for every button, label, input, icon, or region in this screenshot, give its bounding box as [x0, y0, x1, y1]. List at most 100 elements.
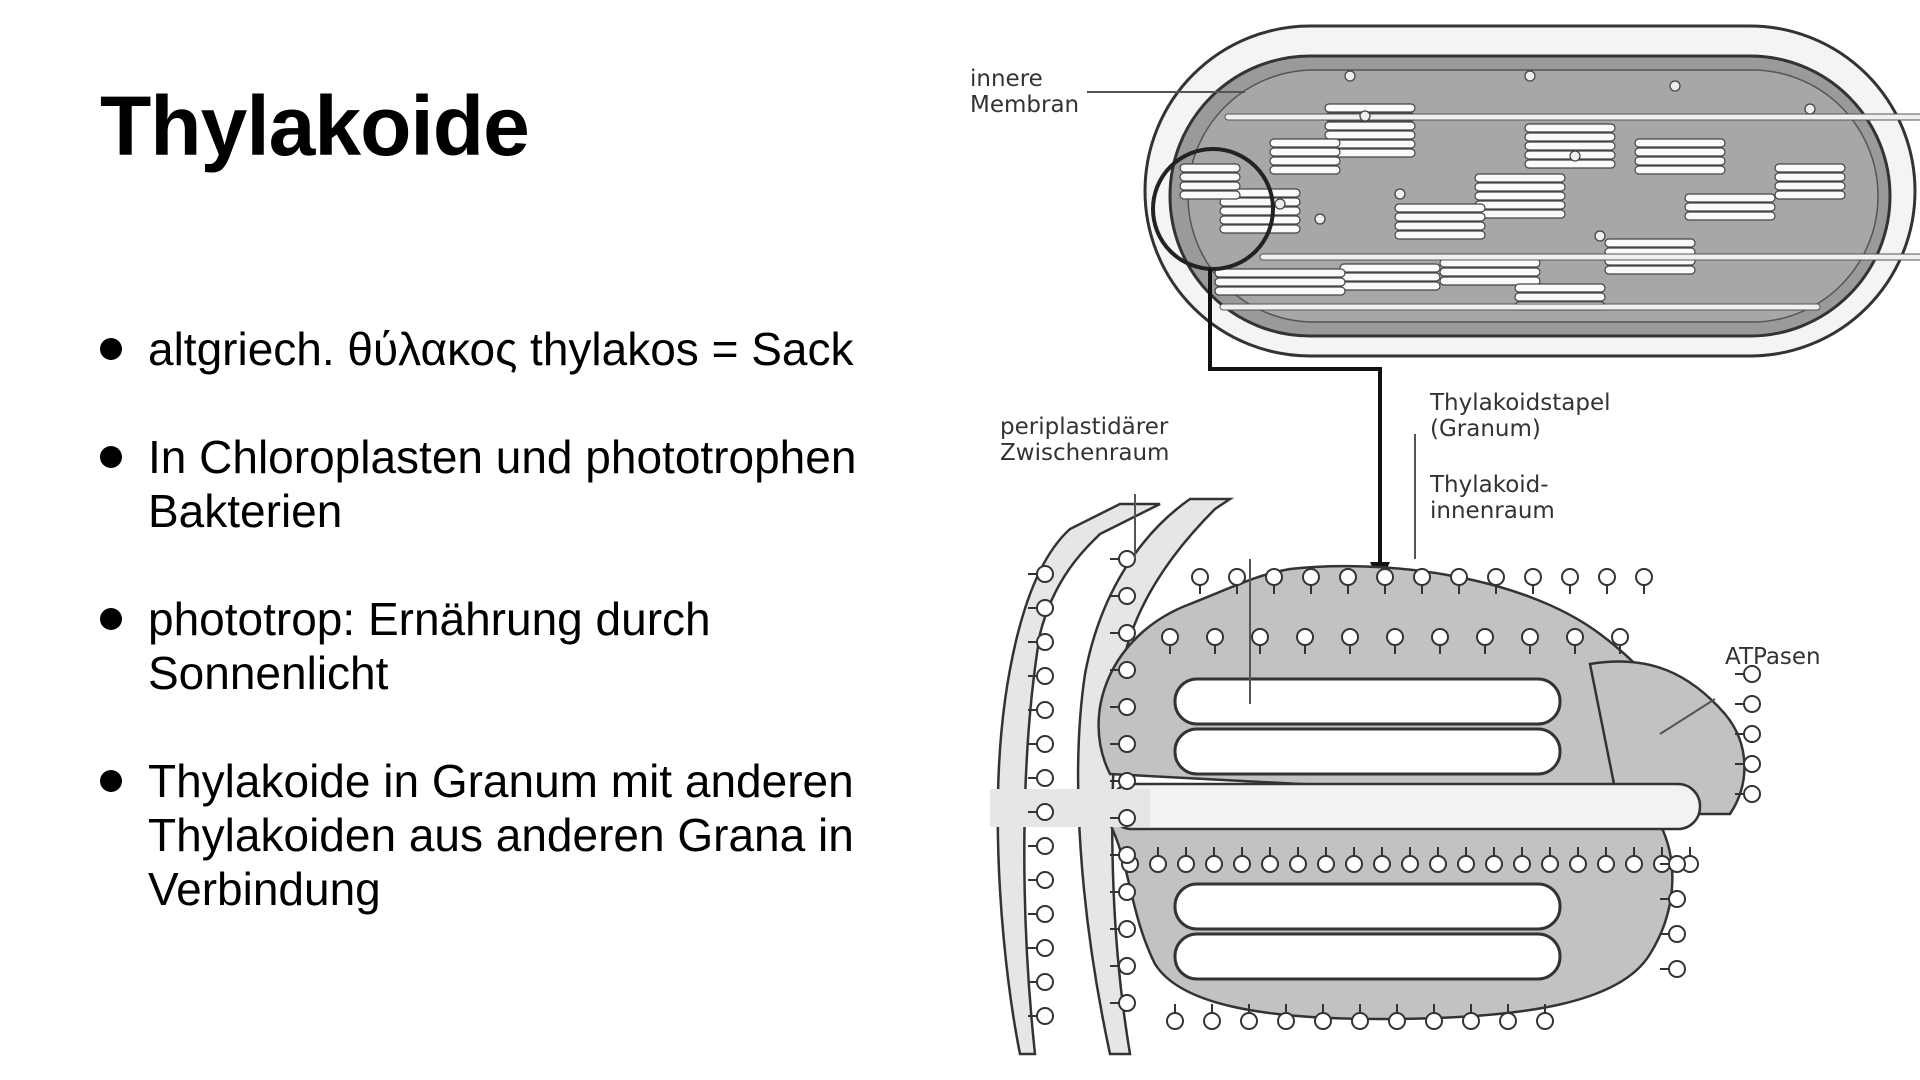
- atpase-head: [1668, 890, 1686, 908]
- bullet-item: Thylakoide in Granum mit anderen Thylako…: [100, 754, 960, 916]
- atpase-head: [1513, 855, 1531, 873]
- bullet-text: In Chloroplasten und phototrophen Bakter…: [148, 431, 857, 537]
- atpase-head: [1118, 624, 1136, 642]
- atpase-head: [1206, 628, 1224, 646]
- atpase-head: [1191, 568, 1209, 586]
- label-inner-membrane: innere: [970, 66, 1043, 92]
- label-thylakoid-lumen: Thylakoid-: [1429, 472, 1549, 498]
- stroma-lamella: [1108, 782, 1702, 831]
- granum-disc: [1214, 286, 1346, 296]
- granum-disc: [1339, 281, 1441, 291]
- bullet-dot-icon: [100, 338, 122, 360]
- atpase-head: [1743, 785, 1761, 803]
- atpase-head: [1743, 665, 1761, 683]
- granum-disc: [1514, 292, 1606, 302]
- atpase-head: [1228, 568, 1246, 586]
- stroma-lamella-line: [1224, 113, 1920, 121]
- stroma-lamella-line: [1259, 253, 1920, 261]
- slide-title: Thylakoide: [100, 79, 530, 173]
- atpase-head: [1036, 701, 1054, 719]
- atpase-head: [1161, 628, 1179, 646]
- granum-disc: [1634, 156, 1726, 166]
- granum-disc: [1214, 277, 1346, 287]
- granum-disc: [1269, 147, 1341, 157]
- atpase-head: [1205, 855, 1223, 873]
- granum-disc: [1219, 224, 1301, 234]
- atpase-head: [1302, 568, 1320, 586]
- atpase-head: [1450, 568, 1468, 586]
- diagram-labels: innere Membran Thylakoidstapel (Granum) …: [970, 66, 1821, 670]
- atpase-head: [1386, 628, 1404, 646]
- granum-disc: [1179, 172, 1241, 182]
- granum-disc: [1439, 276, 1541, 286]
- atpase-head: [1743, 725, 1761, 743]
- granum-disc: [1269, 165, 1341, 175]
- atpase-head: [1261, 855, 1279, 873]
- atpase-head: [1203, 1012, 1221, 1030]
- granum-disc: [1634, 165, 1726, 175]
- atpase-head: [1598, 568, 1616, 586]
- label-periplastid-space: Zwischenraum: [1000, 440, 1169, 466]
- granum-disc: [1324, 121, 1416, 131]
- granum-disc: [1474, 191, 1566, 201]
- plastoglobulus: [1594, 230, 1606, 242]
- atpase-head: [1233, 855, 1251, 873]
- granum-disc: [1394, 230, 1486, 240]
- atpase-head: [1431, 628, 1449, 646]
- atpase-head: [1149, 855, 1167, 873]
- atpase-head: [1457, 855, 1475, 873]
- granum-disc: [1269, 138, 1341, 148]
- bullet-text: Thylakoide in Granum mit anderen Thylako…: [148, 755, 854, 915]
- atpase-head: [1561, 568, 1579, 586]
- atpase-head: [1373, 855, 1391, 873]
- granum-disc: [1339, 272, 1441, 282]
- atpase-head: [1036, 769, 1054, 787]
- bullet-item: altgriech. θύλακος thylakos = Sack: [100, 322, 960, 376]
- plastoglobulus: [1274, 198, 1286, 210]
- granum-disc: [1214, 268, 1346, 278]
- atpase-head: [1036, 633, 1054, 651]
- bullet-list: altgriech. θύλακος thylakos = Sack In Ch…: [100, 322, 960, 970]
- atpase-head: [1524, 568, 1542, 586]
- granum-disc: [1474, 200, 1566, 210]
- atpase-head: [1036, 939, 1054, 957]
- thylakoid-detail: [990, 434, 1761, 1056]
- plastoglobulus: [1394, 188, 1406, 200]
- atpase-head: [1289, 855, 1307, 873]
- atpase-head: [1118, 920, 1136, 938]
- granum-disc: [1179, 163, 1241, 173]
- granum-disc: [1774, 190, 1846, 200]
- granum-disc: [1219, 206, 1301, 216]
- atpase-head: [1376, 568, 1394, 586]
- diagram-svg: innere Membran Thylakoidstapel (Granum) …: [970, 24, 1920, 1056]
- atpase-head: [1635, 568, 1653, 586]
- atpase-head: [1296, 628, 1314, 646]
- atpase-head: [1118, 994, 1136, 1012]
- atpase-head: [1177, 855, 1195, 873]
- plastoglobulus: [1669, 80, 1681, 92]
- plastoglobuli: [1274, 70, 1816, 242]
- atpase-head: [1668, 960, 1686, 978]
- atpase-head: [1339, 568, 1357, 586]
- atpase-head: [1487, 568, 1505, 586]
- granum-disc: [1514, 283, 1606, 293]
- granum-disc: [1324, 103, 1416, 113]
- atpase-head: [1345, 855, 1363, 873]
- atpase-head: [1036, 667, 1054, 685]
- atpase-head: [1036, 973, 1054, 991]
- granum-disc: [1474, 209, 1566, 219]
- atpase-head: [1036, 599, 1054, 617]
- atpase-head: [1401, 855, 1419, 873]
- bullet-text: phototrop: Ernährung durch Sonnenlicht: [148, 593, 711, 699]
- granum-side: [1588, 660, 1746, 816]
- atpase-head: [1036, 803, 1054, 821]
- plastoglobulus: [1344, 70, 1356, 82]
- granum-disc: [1474, 173, 1566, 183]
- plastoglobulus: [1314, 213, 1326, 225]
- atpase-head: [1499, 1012, 1517, 1030]
- granum-disc: [1634, 138, 1726, 148]
- atpase-head: [1413, 568, 1431, 586]
- granum-disc: [1684, 202, 1776, 212]
- bullet-item: In Chloroplasten und phototrophen Bakter…: [100, 430, 960, 538]
